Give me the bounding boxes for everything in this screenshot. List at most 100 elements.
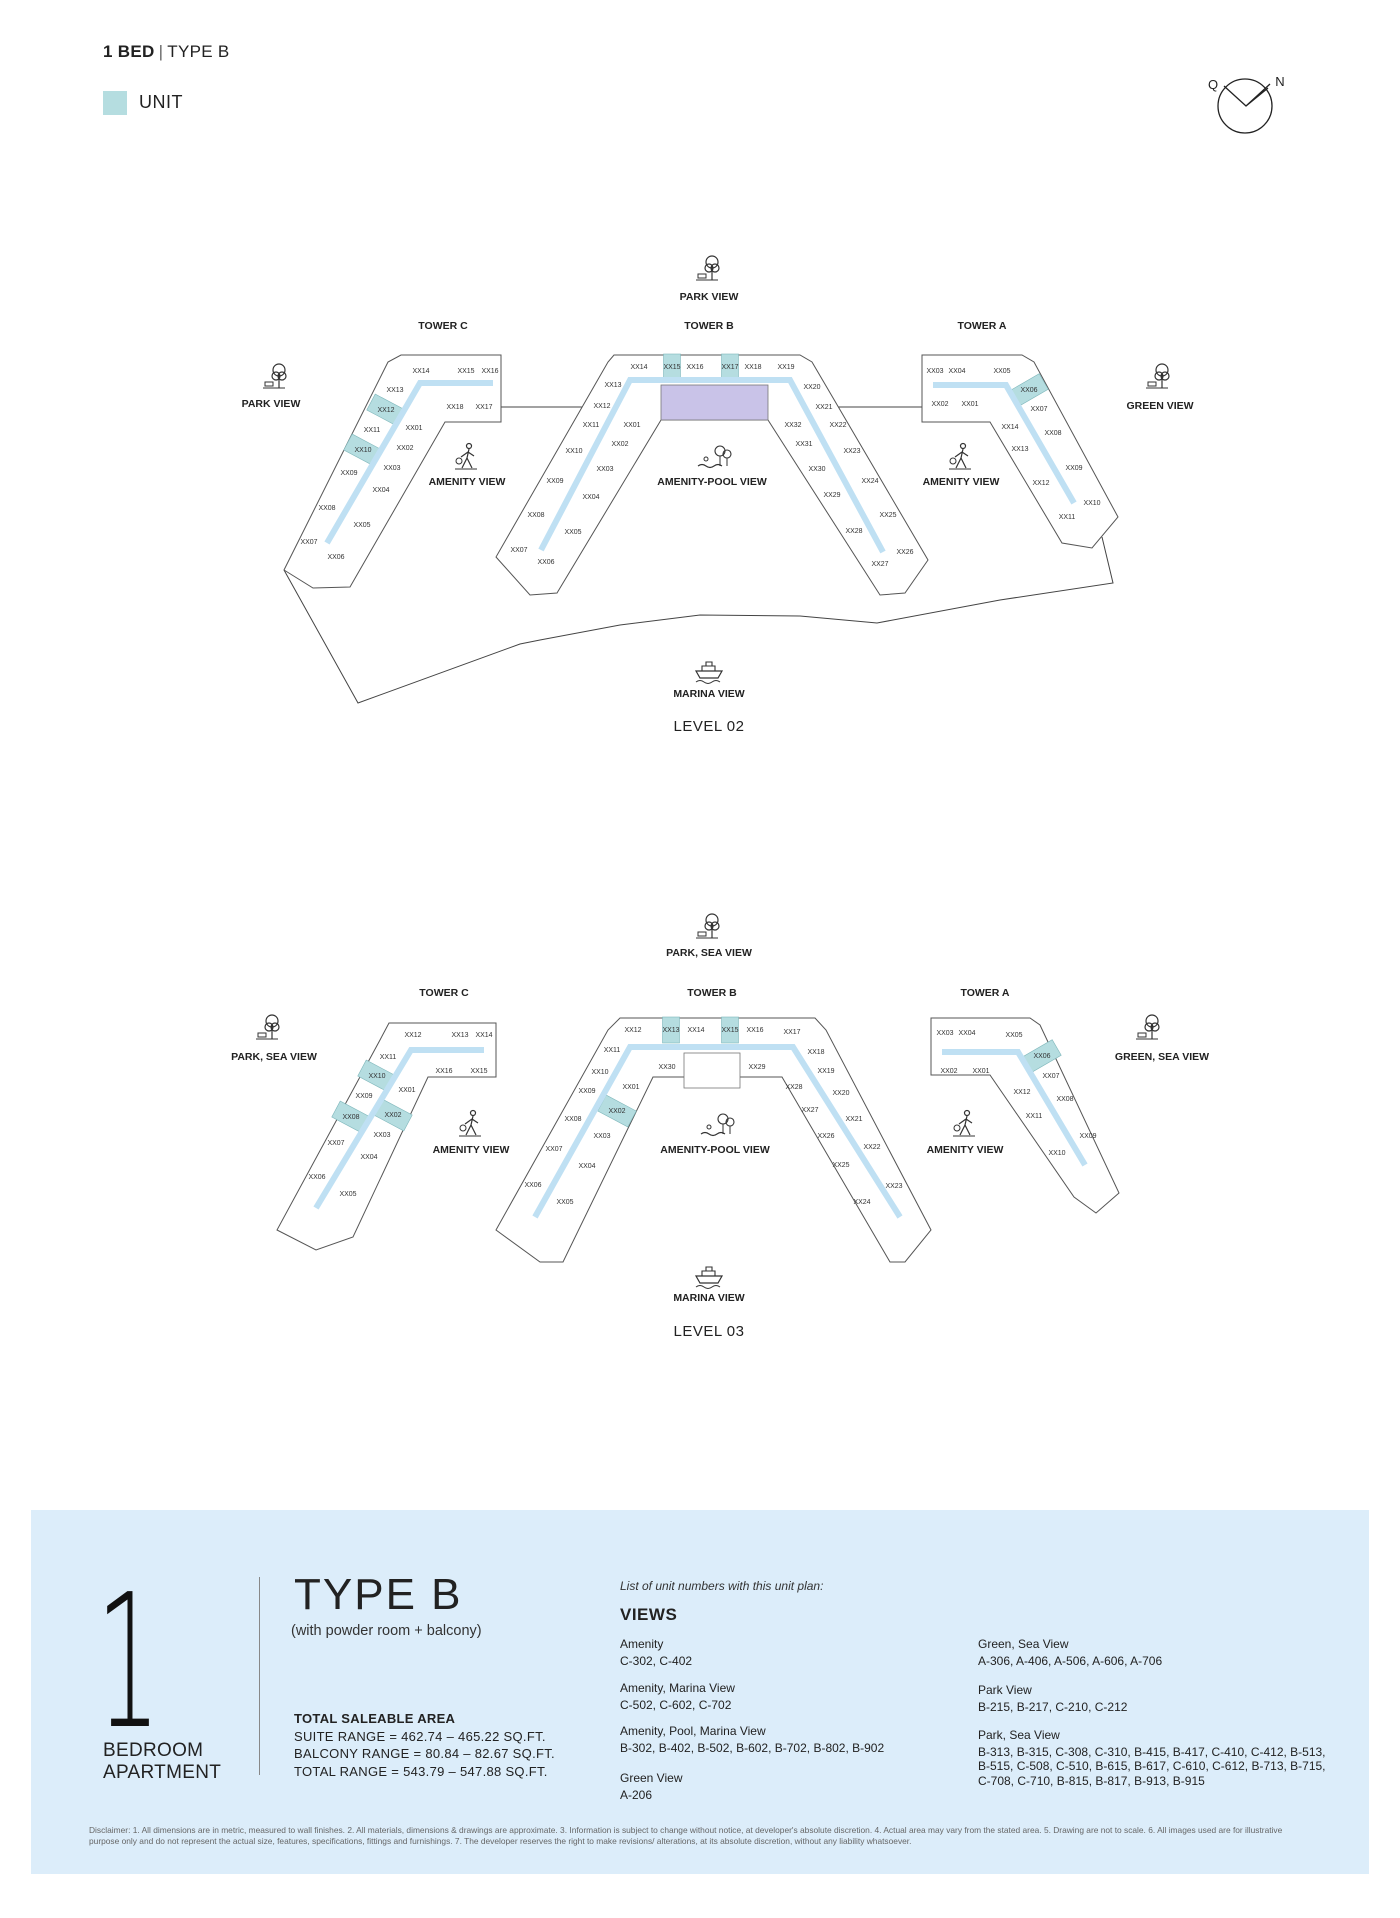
unit-number-label: XX08 (1056, 1096, 1073, 1103)
unit-number-label: XX15 (470, 1068, 487, 1075)
lobby-block (683, 1052, 741, 1089)
unit-number-label: XX03 (383, 465, 400, 472)
unit-number-label: XX12 (377, 407, 394, 414)
unit-number-label: XX11 (604, 1047, 621, 1054)
unit-number-label: XX14 (687, 1027, 704, 1034)
unit-number-label: XX13 (604, 382, 621, 389)
view-label-bottom: MARINA VIEW (673, 688, 744, 700)
unit-number-label: XX05 (993, 368, 1010, 375)
unit-number-label: XX12 (1013, 1089, 1030, 1096)
unit-number-label: XX16 (481, 368, 498, 375)
unit-number-label: XX11 (1059, 514, 1076, 521)
unit-number-label: XX19 (817, 1068, 834, 1075)
view-group-name: Park View (978, 1683, 1032, 1697)
unit-number-label: XX03 (596, 466, 613, 473)
unit-number-label: XX22 (829, 422, 846, 429)
unit-number-label: XX26 (896, 549, 913, 556)
unit-number-label: XX01 (622, 1084, 639, 1091)
corridor (942, 1049, 1088, 1167)
corridor (933, 382, 1077, 505)
unit-number-label: XX26 (817, 1133, 834, 1140)
amenity-view-label: AMENITY VIEW (429, 476, 506, 488)
unit-number-label: XX17 (721, 364, 738, 371)
view-group-units: A-206 (620, 1788, 653, 1802)
view-label-top: PARK VIEW (680, 291, 739, 303)
unit-number-label: XX22 (863, 1144, 880, 1151)
view-group-name: Amenity, Marina View (620, 1681, 735, 1695)
unit-number-label: XX10 (1048, 1150, 1065, 1157)
unit-number-label: XX11 (1026, 1113, 1043, 1120)
unit-number-label: XX16 (435, 1068, 452, 1075)
corridor (313, 1047, 484, 1210)
type-title: TYPE B (294, 1570, 463, 1619)
amenity-person-icon (948, 442, 972, 470)
unit-number-label: XX03 (593, 1133, 610, 1140)
unit-number-label: XX07 (1030, 406, 1047, 413)
unit-number-label: XX20 (803, 384, 820, 391)
unit-number-label: XX23 (843, 448, 860, 455)
unit-number-label: XX09 (355, 1093, 372, 1100)
view-label-right: GREEN, SEA VIEW (1115, 1051, 1209, 1063)
unit-number-label: XX09 (1065, 465, 1082, 472)
highlighted-unit (662, 1016, 680, 1044)
unit-number-label: XX02 (396, 445, 413, 452)
unit-number-label: XX23 (885, 1183, 902, 1190)
view-label-left: PARK VIEW (242, 398, 301, 410)
unit-number-label: XX13 (1011, 446, 1028, 453)
unit-number-label: XX18 (446, 404, 463, 411)
unit-number-label: XX01 (405, 425, 422, 432)
tower-c-label: TOWER C (419, 987, 469, 999)
unit-number-label: XX27 (871, 561, 888, 568)
unit-number-label: XX12 (1032, 480, 1049, 487)
unit-number-label: XX07 (545, 1146, 562, 1153)
unit-number-label: XX12 (593, 403, 610, 410)
unit-number-label: XX05 (353, 522, 370, 529)
park-tree-icon (255, 1014, 280, 1040)
unit-number-label: XX04 (360, 1154, 377, 1161)
unit-number-label: XX14 (1001, 424, 1018, 431)
amenity-view-label: AMENITY VIEW (433, 1144, 510, 1156)
unit-number-label: XX06 (327, 554, 344, 561)
unit-number-label: XX07 (1042, 1073, 1059, 1080)
unit-number-label: XX08 (342, 1114, 359, 1121)
park-tree-icon (695, 255, 720, 281)
unit-number-label: XX11 (364, 427, 381, 434)
unit-number-label: XX14 (630, 364, 647, 371)
unit-number-label: XX29 (823, 492, 840, 499)
boat-icon (695, 661, 723, 685)
highlighted-unit (721, 1016, 739, 1044)
unit-number-label: XX32 (784, 422, 801, 429)
unit-number-label: XX04 (948, 368, 965, 375)
view-label-right: GREEN VIEW (1126, 400, 1193, 412)
unit-number-label: XX07 (300, 539, 317, 546)
unit-number-label: XX06 (308, 1174, 325, 1181)
unit-number-label: XX07 (510, 547, 527, 554)
amenity-view-label: AMENITY VIEW (923, 476, 1000, 488)
amenity-view-label: AMENITY VIEW (927, 1144, 1004, 1156)
unit-number-label: XX13 (662, 1027, 679, 1034)
unit-number-label: XX12 (404, 1032, 421, 1039)
unit-number-label: XX27 (801, 1107, 818, 1114)
amenity-person-icon (458, 1109, 482, 1137)
unit-list-title: List of unit numbers with this unit plan… (620, 1579, 824, 1593)
unit-number-label: XX29 (748, 1064, 765, 1071)
amenity-pool-view-label: AMENITY-POOL VIEW (657, 476, 767, 488)
unit-number-label: XX18 (744, 364, 761, 371)
views-heading: VIEWS (620, 1605, 678, 1624)
tower-c-outline (283, 354, 502, 589)
compass-needle-icon (1223, 83, 1271, 107)
unit-number-label: XX02 (608, 1108, 625, 1115)
bedroom-label: BEDROOM APARTMENT (103, 1740, 221, 1784)
unit-number-label: XX06 (537, 559, 554, 566)
bedroom-label-line1: BEDROOM (103, 1740, 204, 1761)
view-group-units: B-313, B-315, C-308, C-310, B-415, B-417… (978, 1744, 1326, 1788)
unit-number-label: XX02 (611, 441, 628, 448)
view-group-units: C-502, C-602, C-702 (620, 1698, 732, 1712)
amenity-block (660, 384, 769, 421)
compass-circle (1217, 78, 1273, 134)
